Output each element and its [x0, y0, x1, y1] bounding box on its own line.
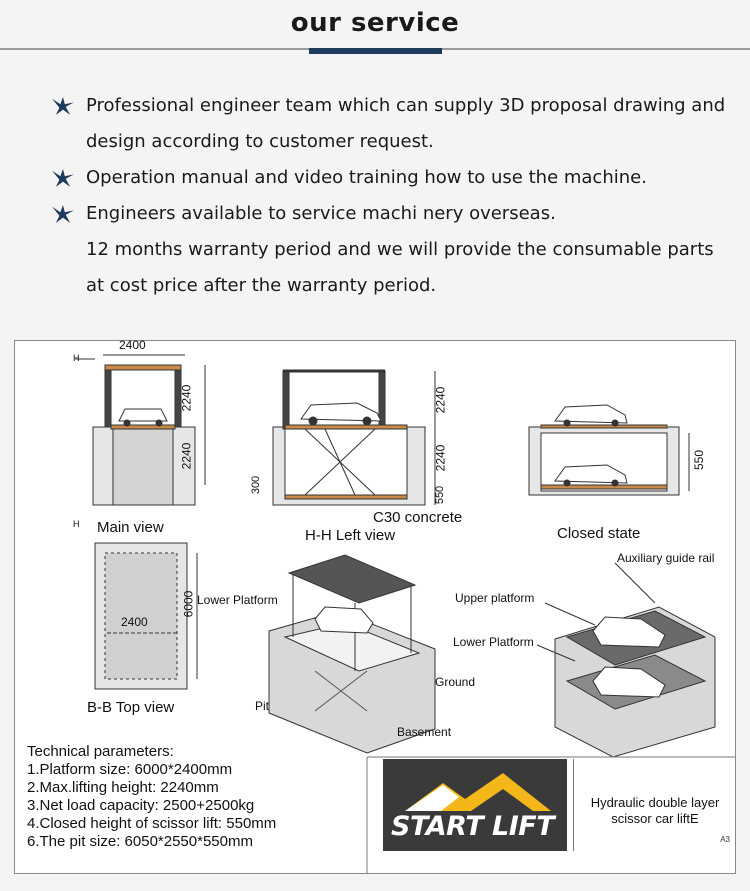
basement-label: Basement: [397, 725, 452, 739]
closed-state-label: Closed state: [557, 525, 641, 542]
service-list: Professional engineer team which can sup…: [52, 88, 732, 304]
top-view-length-dim: 6000: [181, 590, 196, 618]
star-icon: [52, 169, 74, 187]
iso-left-drawing: [268, 554, 436, 754]
page-title: our service: [290, 8, 460, 38]
tech-line: 6.The pit size: 6050*2550*550mm: [27, 833, 253, 850]
header-accent-bar: [309, 48, 442, 54]
tech-line: 4.Closed height of scissor lift: 550mm: [27, 815, 277, 832]
closed-state-drawing: [528, 404, 690, 496]
title-block-text: Hydraulic double layer scissor car liftE: [574, 795, 736, 827]
technical-drawing: 2400 H H 2240 2240 Main view 300 2240 22…: [14, 338, 736, 874]
left-view-upper-dim: 2240: [433, 386, 448, 414]
top-view-width-dim: 2400: [121, 615, 148, 629]
main-view-upper-dim: 2240: [179, 384, 194, 412]
pit-label: Pit: [255, 699, 270, 713]
logo-roof-icon: [405, 773, 551, 811]
service-item: Operation manual and video training how …: [52, 160, 732, 196]
service-line: design according to customer request.: [86, 131, 434, 152]
left-view-300-dim: 300: [250, 475, 263, 495]
sheet-size: A3: [720, 835, 730, 844]
service-line: Engineers available to service machi ner…: [86, 203, 556, 224]
left-view-drawing: [272, 369, 436, 506]
title-line-1: Hydraulic double layer: [590, 795, 720, 810]
ground-label: Ground: [435, 675, 476, 689]
left-view-lower-dim: 2240: [433, 444, 448, 472]
start-lift-logo: START LIFT: [383, 759, 567, 851]
section-mark: H: [73, 353, 80, 363]
top-view-drawing: [94, 542, 198, 690]
upper-platform-label: Upper platform: [455, 591, 535, 605]
main-view-label: Main view: [97, 519, 164, 536]
iso-right-lower-platform-label: Lower Platform: [453, 635, 534, 649]
main-view-drawing: [75, 354, 206, 506]
iso-lower-platform-label: Lower Platform: [197, 593, 278, 607]
tech-line: 2.Max.lifting height: 2240mm: [27, 779, 219, 796]
auxiliary-rail-label: Auxiliary guide rail: [617, 551, 715, 565]
service-item: Professional engineer team which can sup…: [52, 88, 732, 160]
service-line: at cost price after the warranty period.: [86, 275, 437, 296]
concrete-label: C30 concrete: [373, 509, 463, 526]
closed-state-550-dim: 550: [692, 449, 707, 471]
logo-text: START LIFT: [391, 811, 555, 842]
title-block: Hydraulic double layer scissor car liftE…: [573, 759, 736, 851]
iso-right-drawing: [536, 562, 716, 758]
service-item: Engineers available to service machi ner…: [52, 196, 732, 232]
tech-line: 3.Net load capacity: 2500+2500kg: [27, 797, 255, 814]
main-view-lower-dim: 2240: [179, 442, 194, 470]
star-icon: [52, 205, 74, 223]
section-mark-lower: H: [73, 519, 80, 529]
service-line: Operation manual and video training how …: [86, 167, 647, 188]
title-line-2: scissor car liftE: [611, 811, 699, 826]
top-view-label: B-B Top view: [87, 699, 175, 716]
tech-heading: Technical parameters:: [27, 743, 174, 760]
tech-line: 1.Platform size: 6000*2400mm: [27, 761, 233, 778]
service-item: 12 months warranty period and we will pr…: [52, 232, 732, 304]
left-view-label: H-H Left view: [305, 527, 396, 544]
service-line: 12 months warranty period and we will pr…: [86, 239, 714, 260]
star-icon: [52, 97, 74, 115]
service-line: Professional engineer team which can sup…: [86, 95, 726, 116]
drawing-lines: [75, 354, 735, 873]
left-view-550-dim: 550: [434, 485, 447, 505]
technical-parameters: Technical parameters: 1.Platform size: 6…: [27, 743, 276, 851]
main-view-width-dim: 2400: [119, 338, 146, 352]
